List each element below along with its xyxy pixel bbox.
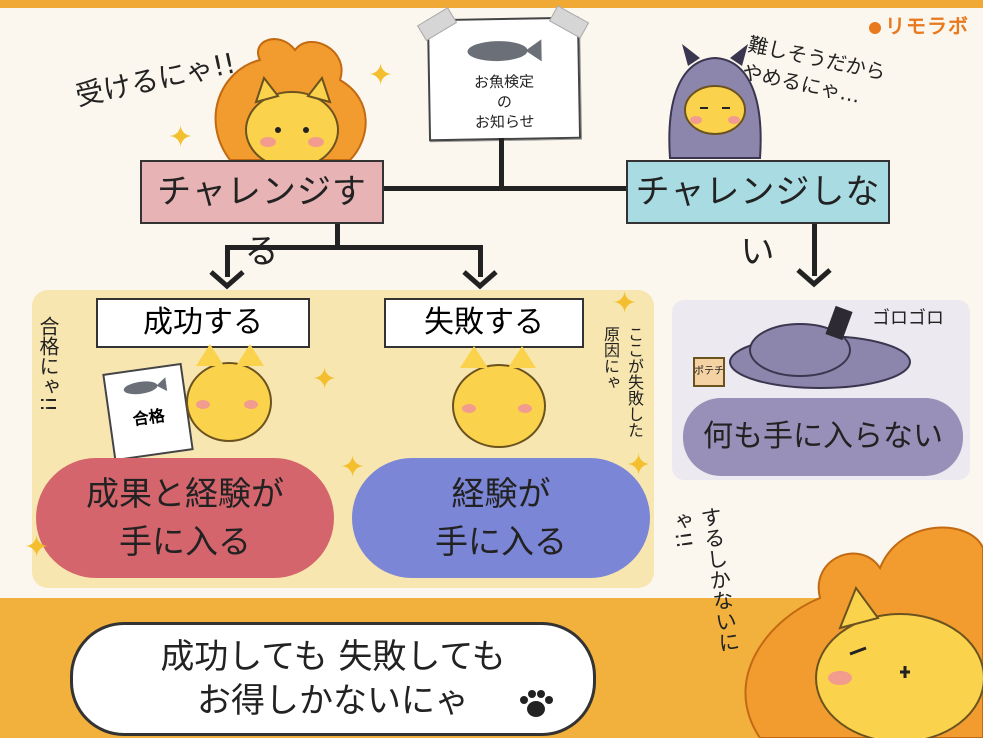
- tape-right: [548, 5, 590, 39]
- success-result-text: 成果と経験が 手に入る: [86, 474, 284, 561]
- fish-icon: [467, 39, 542, 62]
- failure-result-cloud: 経験が 手に入る: [352, 458, 650, 578]
- certificate-paper: 合格: [102, 362, 194, 462]
- sparkle-icon: ✦: [612, 286, 638, 321]
- speech-bubble: 成功しても 失敗しても お得しかないにゃ: [70, 622, 596, 736]
- sparkle-icon: ✦: [368, 58, 394, 93]
- arrow-down-icon: [796, 268, 832, 288]
- sparkle-icon: ✦: [24, 530, 50, 565]
- success-label: 成功する: [96, 298, 310, 348]
- fish-icon: [123, 377, 168, 395]
- no-challenge-box: チャレンジしない: [626, 160, 890, 272]
- top-accent-bar: [0, 0, 983, 8]
- sparkle-icon: ✦: [312, 362, 338, 397]
- flaming-cat-illustration: [744, 526, 983, 738]
- hooded-cat-illustration: [668, 44, 762, 159]
- arrow-down-icon: [462, 270, 498, 290]
- speech-text: 成功しても 失敗しても お得しかないにゃ: [160, 637, 506, 721]
- notice-text: お魚検定 の お知らせ: [473, 72, 535, 132]
- tape-left: [416, 7, 458, 42]
- connector-stem: [499, 138, 504, 186]
- cat-cheek: [196, 400, 210, 409]
- connector-to-success: [225, 245, 230, 277]
- failure-result-text: 経験が 手に入る: [435, 474, 567, 561]
- connector-left-down: [335, 220, 340, 248]
- sparkle-icon: ✦: [626, 448, 652, 483]
- purr-sound: ゴロゴロ: [872, 308, 944, 329]
- excited-cat-illustration: [214, 38, 367, 169]
- connector-to-failure: [478, 245, 483, 277]
- connector-split: [225, 245, 483, 250]
- cat-cheek: [244, 400, 258, 409]
- arrow-down-icon: [209, 270, 245, 290]
- cat-ear: [236, 344, 264, 366]
- nothing-result-cloud: 何も手に入らない: [683, 398, 963, 476]
- sparkle-icon: ✦: [168, 120, 194, 155]
- lying-cat-illustration: [693, 305, 911, 389]
- snack-label: ポテチ: [694, 366, 724, 377]
- cat-cheek: [462, 404, 476, 413]
- cat-cheek: [518, 404, 532, 413]
- notice-poster: お魚検定 の お知らせ: [416, 5, 590, 142]
- connector-to-nothing: [812, 220, 817, 276]
- success-result-cloud: 成果と経験が 手に入る: [36, 458, 334, 578]
- sparkle-icon: ✦: [340, 450, 366, 485]
- cat-ear: [460, 346, 488, 368]
- nothing-result-text: 何も手に入らない: [703, 419, 943, 454]
- brand-name: リモラボ: [885, 14, 969, 38]
- success-side-note: 合格にゃ!!: [36, 316, 60, 413]
- certificate-text: 合格: [131, 405, 166, 430]
- cat-ear: [196, 344, 224, 366]
- paw-icon: [520, 690, 553, 717]
- cat-ear: [508, 346, 536, 368]
- challenge-box: チャレンジする: [140, 160, 384, 272]
- brand-logo: リモラボ: [869, 10, 969, 39]
- failure-label: 失敗する: [384, 298, 584, 348]
- connector-horizontal: [380, 186, 628, 191]
- failure-side-note: ここが失敗した原因にゃ: [601, 326, 644, 438]
- brand-dot-icon: [869, 21, 881, 34]
